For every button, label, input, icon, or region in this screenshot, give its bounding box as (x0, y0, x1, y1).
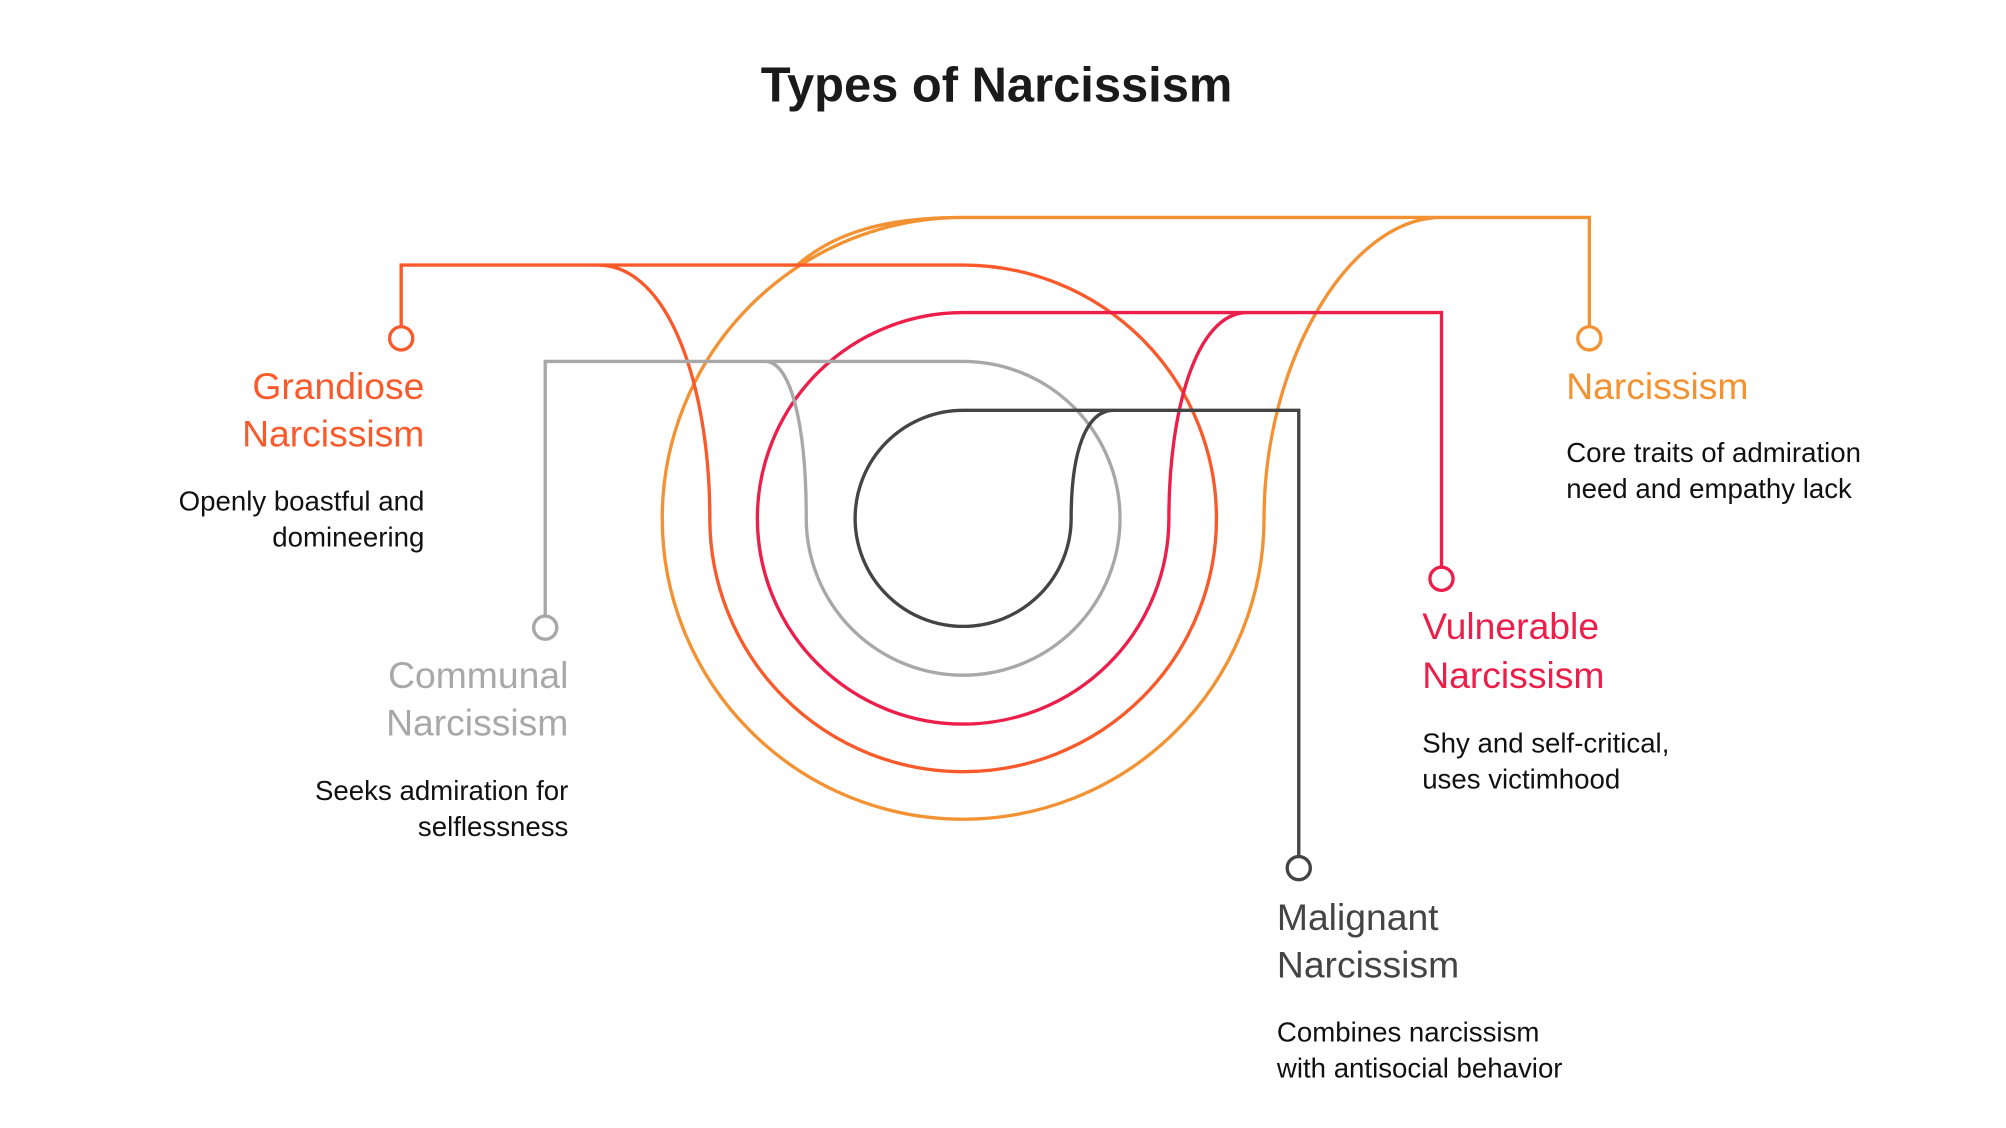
malignant-title: Narcissism (1277, 943, 1459, 985)
grandiose-path (399, 263, 1219, 774)
grandiose-desc-line: Openly boastful and (179, 486, 425, 517)
grandiose-title: Narcissism (242, 412, 424, 454)
grandiose-label: Grandiose Narcissism Openly boastful and… (179, 365, 425, 553)
narcissism-title: Narcissism (1566, 365, 1748, 407)
communal-title: Communal (388, 654, 568, 696)
communal-node-icon (531, 614, 559, 641)
narcissism-desc-line: need and empathy lack (1566, 473, 1852, 504)
page-title: Types of Narcissism (761, 59, 1233, 113)
narcissism-path (660, 215, 1592, 821)
malignant-desc-line: with antisocial behavior (1276, 1053, 1563, 1084)
communal-desc-line: selflessness (418, 811, 568, 842)
grandiose-ring (387, 263, 1219, 774)
communal-label: Communal Narcissism Seeks admiration for… (315, 654, 568, 842)
vulnerable-title: Narcissism (1422, 654, 1604, 696)
narcissism-desc-line: Core traits of admiration (1566, 437, 1861, 468)
malignant-node-icon (1285, 854, 1313, 882)
grandiose-node-icon (387, 325, 415, 352)
malignant-ring (853, 408, 1313, 882)
narcissism-ring (660, 215, 1603, 821)
communal-path (543, 359, 1122, 677)
vulnerable-ring (755, 310, 1455, 726)
vulnerable-node-icon (1428, 565, 1455, 593)
vulnerable-desc-line: Shy and self-critical, (1422, 727, 1669, 758)
narcissism-label: Narcissism Core traits of admiration nee… (1566, 365, 1861, 504)
communal-desc-line: Seeks admiration for (315, 775, 568, 806)
malignant-desc-line: Combines narcissism (1277, 1017, 1540, 1048)
malignant-path (853, 408, 1301, 857)
vulnerable-path (755, 310, 1444, 726)
grandiose-desc-line: domineering (272, 522, 424, 553)
narcissism-node-icon (1576, 325, 1603, 352)
vulnerable-label: Vulnerable Narcissism Shy and self-criti… (1422, 605, 1669, 794)
communal-ring (531, 359, 1122, 677)
grandiose-title: Grandiose (252, 365, 424, 407)
vulnerable-title: Vulnerable (1422, 605, 1599, 647)
malignant-label: Malignant Narcissism Combines narcissism… (1276, 896, 1563, 1084)
malignant-title: Malignant (1277, 896, 1439, 938)
vulnerable-desc-line: uses victimhood (1422, 763, 1620, 794)
communal-title: Narcissism (386, 702, 568, 744)
